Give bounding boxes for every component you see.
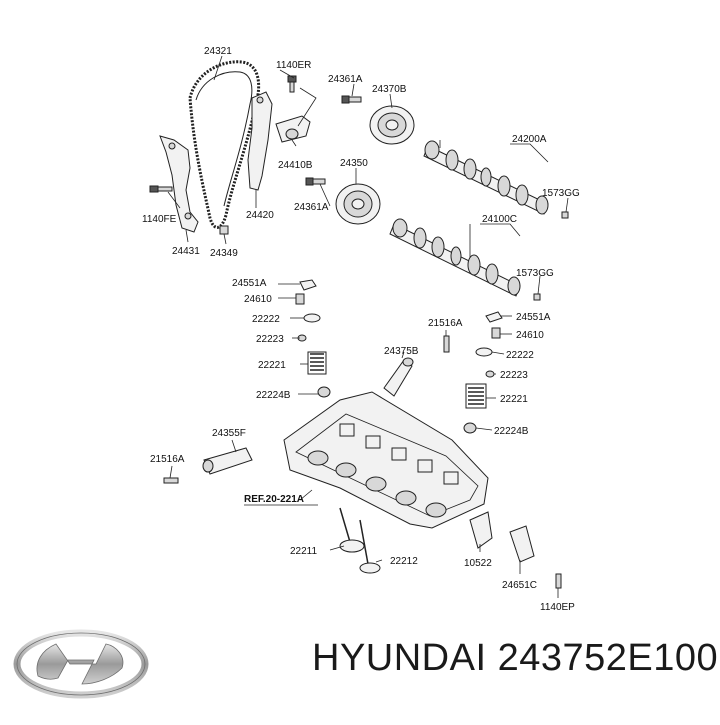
callout-22223-right: 22223 (500, 370, 528, 381)
bolt-24361a-upper (341, 95, 362, 104)
callout-24349: 24349 (210, 248, 238, 259)
part-caption: HYUNDAI 243752E100 (312, 634, 718, 682)
valve-22212 (359, 519, 381, 574)
camshaft-upper (423, 140, 549, 215)
callout-24100c: 24100C (482, 214, 517, 225)
callout-1573gg-upper: 1573GG (542, 188, 580, 199)
part-24349 (219, 225, 229, 235)
callout-22224b-left: 22224B (256, 390, 291, 401)
plug-1573gg-upper (561, 211, 569, 219)
callout-24200a: 24200A (512, 134, 547, 145)
callout-22211: 22211 (290, 546, 318, 557)
valve-train-left (295, 279, 331, 398)
callout-24431: 24431 (172, 246, 200, 257)
chain-guide-left (159, 135, 199, 233)
callout-22212: 22212 (390, 556, 418, 567)
callout-24420: 24420 (246, 210, 274, 221)
callout-24551a-left: 24551A (232, 278, 267, 289)
chain-tensioner-arm (247, 91, 273, 191)
oil-control-valve-24355f (202, 447, 253, 475)
oil-control-valve-24375b (383, 357, 414, 397)
callout-24321: 24321 (204, 46, 232, 57)
valve-train-right (463, 311, 503, 434)
callout-24375b: 24375B (384, 346, 419, 357)
chain-tensioner (275, 115, 311, 143)
callout-24651c: 24651C (502, 580, 537, 591)
callout-24370b: 24370B (372, 84, 407, 95)
bolt-21516a-upper (443, 335, 450, 353)
callout-22221-right: 22221 (500, 394, 528, 405)
callout-22223-left: 22223 (256, 334, 284, 345)
callout-24551a-right: 24551A (516, 312, 551, 323)
callout-22222-right: 22222 (506, 350, 534, 361)
callout-1140er: 1140ER (276, 60, 311, 71)
bolt-21516a-lower (163, 477, 179, 484)
plug-1573gg-lower (533, 293, 541, 301)
callout-21516a-upper: 21516A (428, 318, 463, 329)
callout-22222-left: 22222 (252, 314, 280, 325)
bolt-1140fe (149, 185, 173, 193)
bracket-24651c (509, 525, 535, 563)
callout-1140ep: 1140EP (540, 602, 575, 613)
callout-24610-right: 24610 (516, 330, 544, 341)
callout-24350: 24350 (340, 158, 368, 169)
timing-chain (188, 60, 261, 229)
valve-22211 (339, 507, 365, 553)
callout-ref: REF.20-221A (244, 494, 304, 505)
callout-labels: 24321 1140ER 24361A 24370B 24200A 24410B… (142, 46, 580, 613)
cylinder-head (283, 391, 489, 529)
callout-1573gg-lower: 1573GG (516, 268, 554, 279)
cam-sprocket-lower (335, 183, 381, 225)
cover-10522 (469, 511, 493, 549)
callout-24355f: 24355F (212, 428, 246, 439)
hyundai-logo-icon (13, 629, 149, 699)
bolt-1140ep (555, 573, 562, 589)
cam-sprocket-upper (369, 105, 415, 145)
part-number: 243752E100 (497, 637, 719, 679)
callout-22224b-right: 22224B (494, 426, 529, 437)
callout-21516a-lower: 21516A (150, 454, 185, 465)
bolt-24361a-lower (305, 177, 326, 186)
callout-1140fe: 1140FE (142, 214, 177, 225)
camshaft-lower (389, 218, 521, 297)
callout-24610-left: 24610 (244, 294, 272, 305)
callout-22221-left: 22221 (258, 360, 286, 371)
callout-24410b: 24410B (278, 160, 313, 171)
callout-10522: 10522 (464, 558, 492, 569)
brand-name: HYUNDAI (312, 637, 487, 679)
leader-lines (167, 55, 569, 598)
callout-24361a-upper: 24361A (328, 74, 363, 85)
callout-24361a-lower: 24361A (294, 202, 329, 213)
bolt-1140er (287, 75, 297, 93)
